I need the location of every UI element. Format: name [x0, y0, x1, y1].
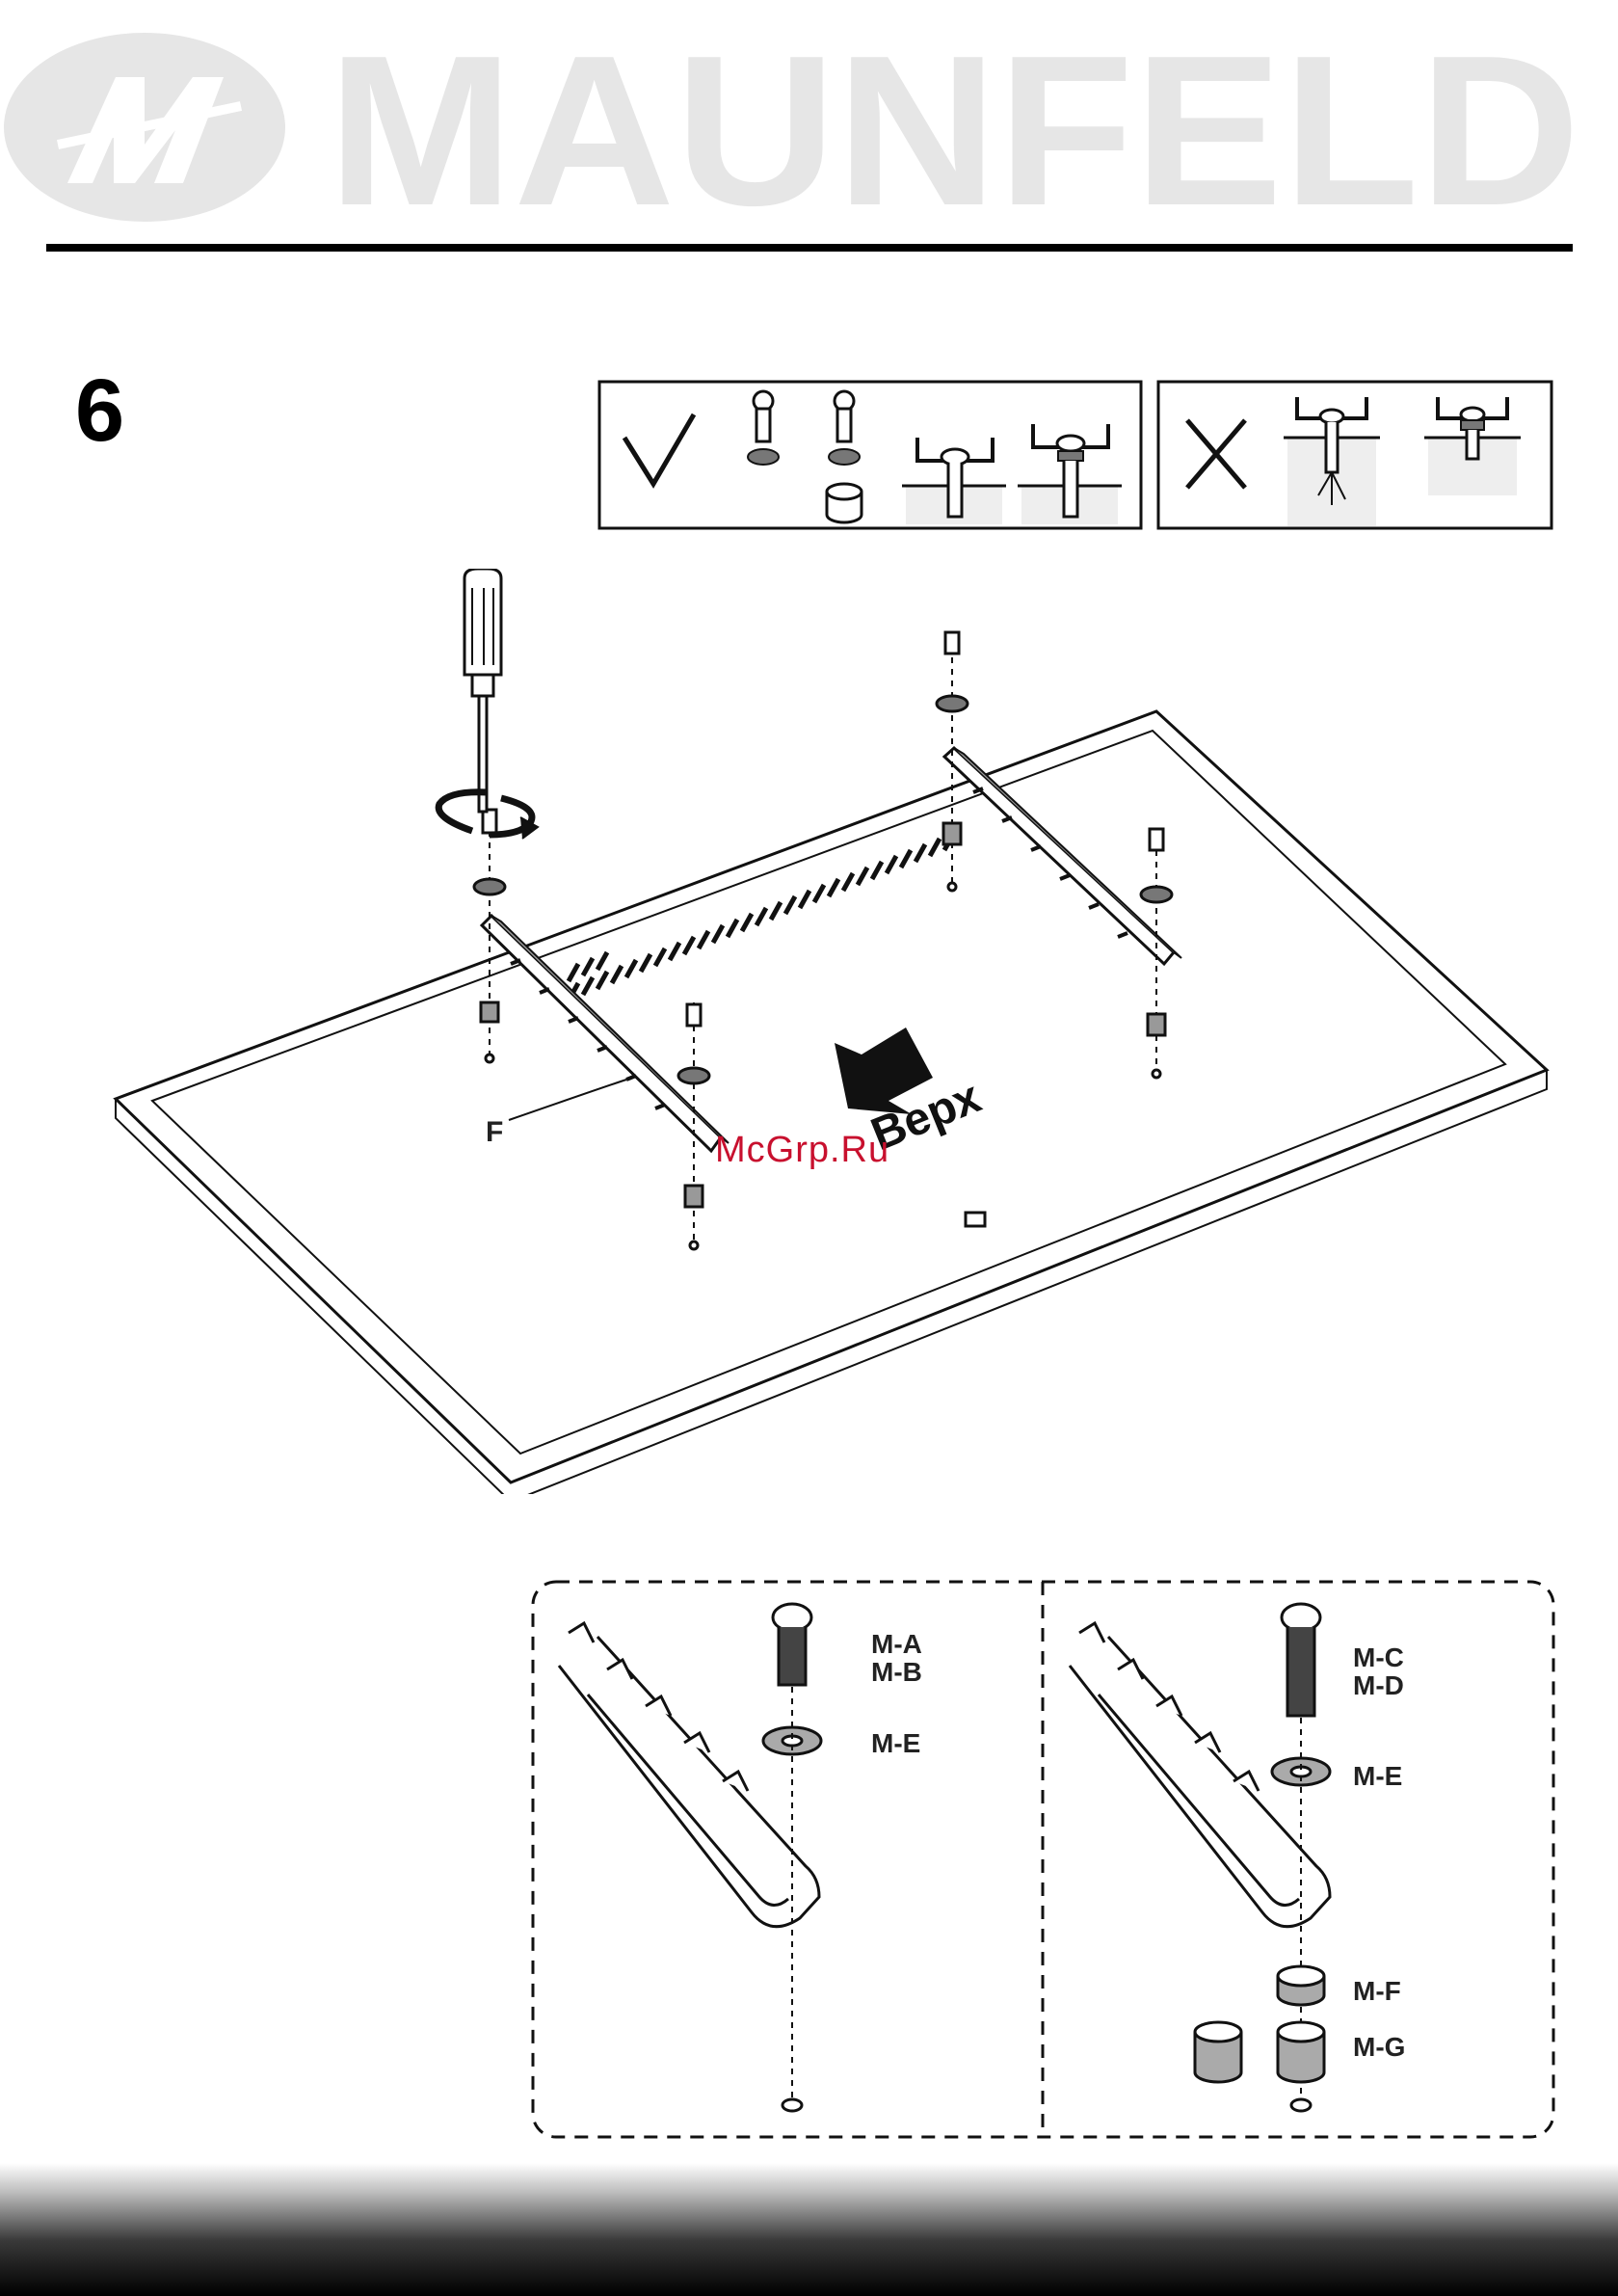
maunfeld-logo: MAUNFELD: [0, 0, 1618, 251]
tv-back-illustration: [106, 569, 1561, 1494]
header-divider: [46, 244, 1573, 252]
label-m-d: M-D: [1353, 1672, 1404, 1699]
watermark: McGrp.Ru: [715, 1130, 889, 1171]
correct-usage-panel: [597, 380, 1143, 530]
label-m-f: M-F: [1353, 1978, 1401, 2005]
screw-washer-spacer-icon: [827, 391, 862, 522]
tv-panel: [116, 711, 1547, 1494]
brand-wordmark: MAUNFELD: [328, 12, 1580, 251]
label-m-g: M-G: [1353, 2034, 1405, 2061]
label-m-e-right: M-E: [1353, 1763, 1402, 1790]
too-long-screw-icon: [1284, 397, 1380, 526]
label-m-c: M-C: [1353, 1644, 1404, 1671]
screwdriver-icon: [464, 569, 501, 812]
correct-depth-icon-1: [902, 438, 1006, 524]
screw-washer-icon: [748, 391, 779, 465]
bracket-label: F: [486, 1118, 503, 1147]
too-short-screw-icon: [1424, 397, 1521, 495]
cross-icon: [1187, 420, 1245, 488]
correct-depth-icon-2: [1018, 424, 1122, 524]
step-number: 6: [75, 366, 124, 455]
label-m-a: M-A: [871, 1631, 922, 1658]
label-m-e-left: M-E: [871, 1730, 920, 1757]
footer-gradient-bar: [0, 2163, 1618, 2296]
tv-logo-tag: [966, 1213, 985, 1226]
checkmark-icon: [624, 414, 694, 484]
label-m-b: M-B: [871, 1659, 922, 1686]
wrong-usage-panel: [1156, 380, 1553, 530]
